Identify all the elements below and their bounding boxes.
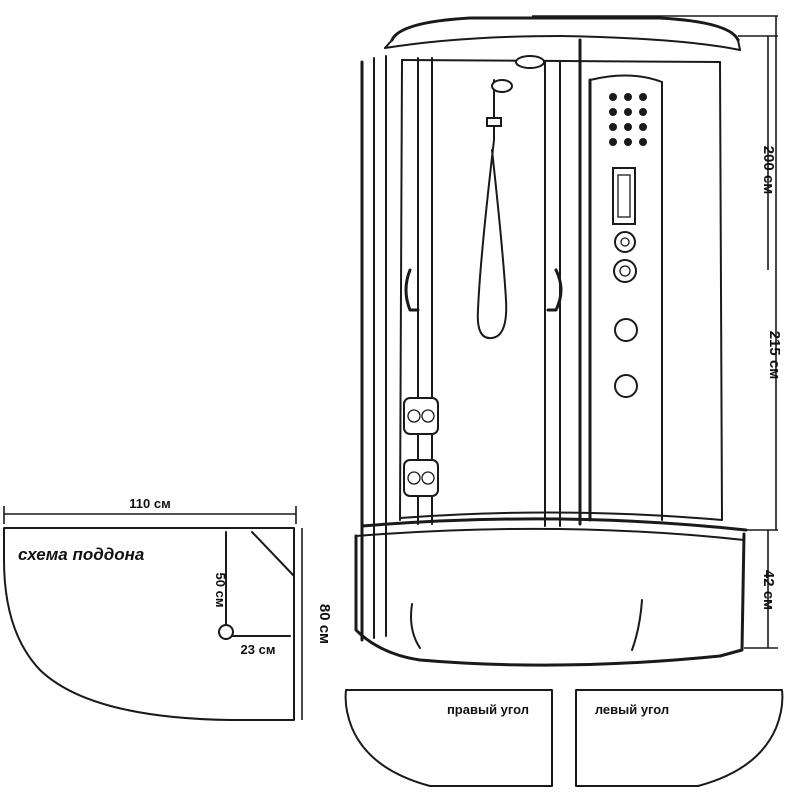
shower-hose [476, 139, 508, 340]
side-jet-lower [614, 374, 638, 398]
right-corner-label: правый угол [447, 702, 529, 717]
dimension-tray-height: 42 см [760, 570, 777, 610]
overhead-shower-icon [515, 55, 545, 69]
mixer-knob-bottom [613, 259, 637, 283]
hand-shower-icon [476, 79, 513, 340]
drain-icon [218, 624, 234, 640]
dimension-drain-offset: 23 см [241, 642, 276, 657]
right-corner-tray [344, 689, 553, 787]
tray-top-rim [360, 517, 748, 532]
control-display [612, 167, 636, 225]
back-wall-left-edge [399, 59, 403, 521]
left-corner-tray [575, 689, 784, 787]
tray-skirt [354, 532, 746, 667]
dimension-height-top: 200 см [760, 146, 777, 195]
height-dimensions: 200 см 215 см 42 см [532, 15, 783, 649]
door-handle-left [404, 268, 420, 312]
cabin-roof-rim [384, 35, 741, 51]
tray-outline [3, 527, 295, 721]
tray-scheme-title: схема поддона [18, 545, 144, 564]
back-wall-right-edge [719, 61, 723, 521]
massage-jets [609, 93, 647, 146]
dimension-tray-width: 110 см [129, 496, 170, 511]
left-corner-label: левый угол [595, 702, 669, 717]
side-jet-upper [614, 318, 638, 342]
seat-icon [403, 397, 439, 497]
dimension-height-total: 215 см [766, 331, 783, 380]
shower-cabin [354, 16, 748, 667]
corner-variants: правый угол левый угол [344, 689, 784, 787]
dimension-side-short: 50 см [213, 573, 228, 608]
door-handle-right [546, 268, 563, 312]
cabin-roof [390, 16, 740, 42]
mixer-knob-top [614, 231, 636, 253]
dimension-tray-depth: 80 см [316, 604, 333, 644]
tray-scheme: 110 см схема поддона 50 см 23 см 80 см [3, 496, 333, 721]
